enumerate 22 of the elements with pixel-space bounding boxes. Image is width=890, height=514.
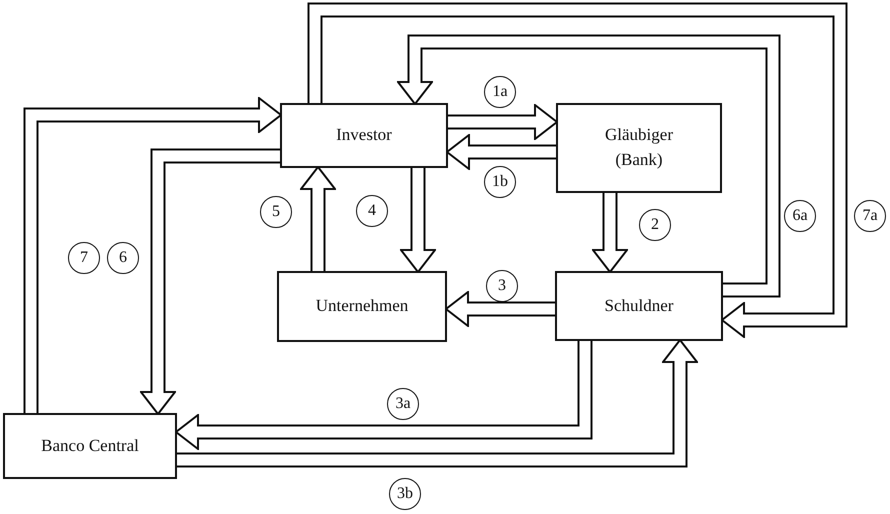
circled-number: 3 [486, 270, 518, 302]
node-label: Investor [336, 124, 392, 146]
node-label: Schuldner [604, 294, 674, 317]
circled-number: 6a [784, 200, 816, 232]
circled-number: 4 [356, 195, 388, 227]
entity-box [3, 413, 177, 479]
circled-number: 7a [854, 200, 886, 232]
entity-box [556, 103, 722, 193]
circled-number: 1a [484, 76, 516, 108]
node-label: Unternehmen [316, 295, 408, 318]
node-label: Banco Central [41, 434, 139, 457]
circled-number: 3b [389, 478, 421, 510]
entity-box [277, 271, 447, 342]
entity-box [280, 103, 448, 168]
circled-number: 3a [387, 388, 419, 420]
circled-number: 7 [68, 242, 100, 274]
circled-number: 6 [107, 242, 139, 274]
circled-number: 2 [639, 209, 671, 241]
entity-box [555, 271, 723, 341]
circled-number: 5 [260, 196, 292, 228]
circled-number: 1b [484, 166, 516, 198]
node-label: Gläubiger (Bank) [604, 124, 674, 171]
